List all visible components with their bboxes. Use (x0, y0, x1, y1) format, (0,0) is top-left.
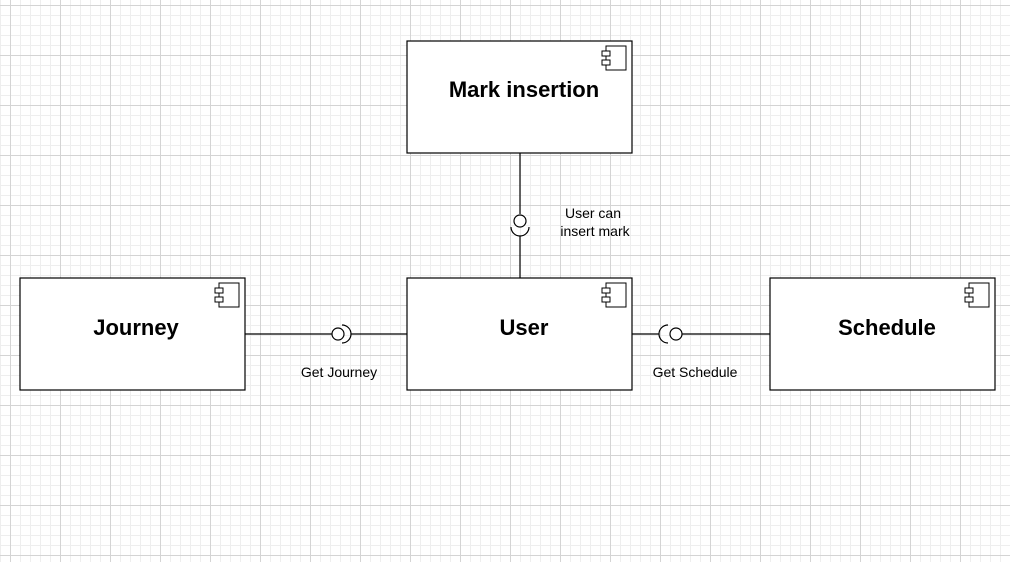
component-journey[interactable]: Journey (19, 277, 246, 391)
component-icon (601, 45, 627, 71)
connection-label-schedule: Get Schedule (653, 364, 738, 380)
required-interface-socket (658, 324, 669, 344)
component-icon (214, 282, 240, 308)
connection-schedule[interactable] (632, 324, 770, 344)
component-icon (964, 282, 990, 308)
provided-interface-circle (669, 327, 683, 341)
component-icon (601, 282, 627, 308)
component-schedule[interactable]: Schedule (769, 277, 996, 391)
component-name-user: User (500, 315, 549, 340)
provided-interface-circle (513, 214, 527, 228)
component-mark-insertion[interactable]: Mark insertion (406, 40, 633, 154)
component-user[interactable]: User (406, 277, 633, 391)
connection-label-mark-line1: User can (565, 205, 621, 221)
component-name-journey: Journey (93, 315, 179, 340)
required-interface-socket (510, 226, 530, 237)
connection-label-journey: Get Journey (301, 364, 377, 380)
connection-mark-insertion[interactable] (510, 153, 530, 278)
connection-journey[interactable] (245, 324, 407, 344)
component-name-mark-insertion: Mark insertion (449, 77, 599, 102)
provided-interface-circle (331, 327, 345, 341)
component-name-schedule: Schedule (838, 315, 936, 340)
connection-label-mark-line2: insert mark (560, 223, 630, 239)
